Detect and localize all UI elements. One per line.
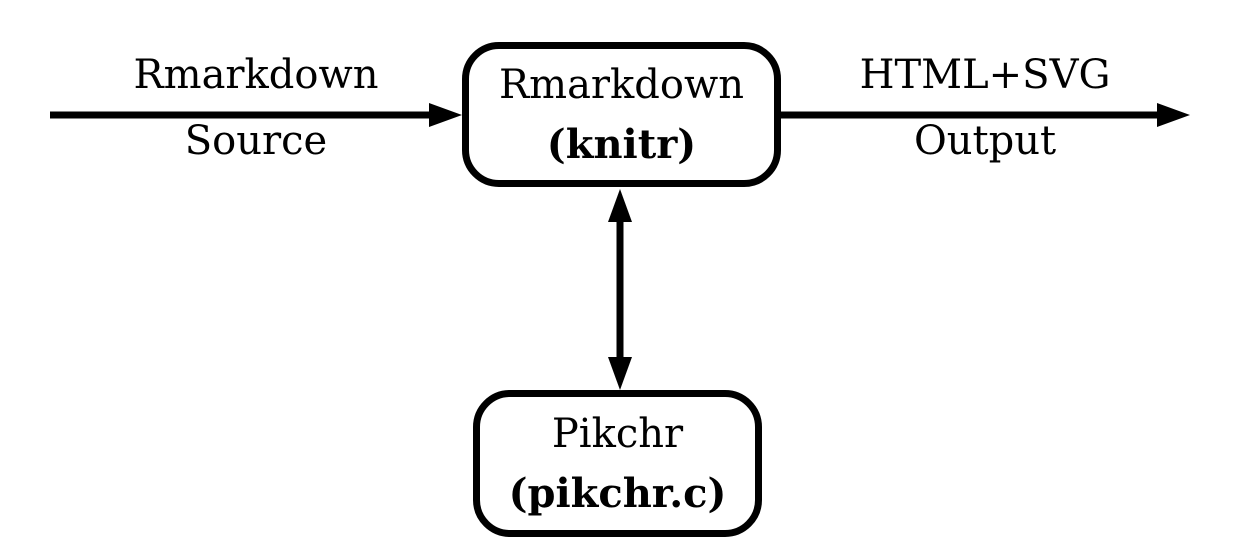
node-rmarkdown-knitr: Rmarkdown (knitr) — [462, 42, 781, 187]
node-rmarkdown-knitr-title: Rmarkdown — [499, 61, 744, 108]
bidirectional-arrowhead-down-icon — [608, 357, 632, 390]
input-edge-label-line2: Source — [184, 118, 328, 164]
input-arrowhead-right-icon — [429, 103, 462, 127]
output-edge-label-line1: HTML+SVG — [859, 52, 1111, 98]
node-pikchr: Pikchr (pikchr.c) — [473, 390, 762, 537]
output-edge-label-line2: Output — [913, 118, 1057, 164]
node-pikchr-title: Pikchr — [551, 410, 684, 457]
bidirectional-arrowhead-up-icon — [608, 189, 632, 222]
node-rmarkdown-knitr-subtitle: (knitr) — [546, 120, 697, 168]
input-edge-label-line1: Rmarkdown — [133, 52, 379, 98]
node-pikchr-subtitle: (pikchr.c) — [508, 469, 727, 517]
output-arrowhead-right-icon — [1157, 103, 1190, 127]
